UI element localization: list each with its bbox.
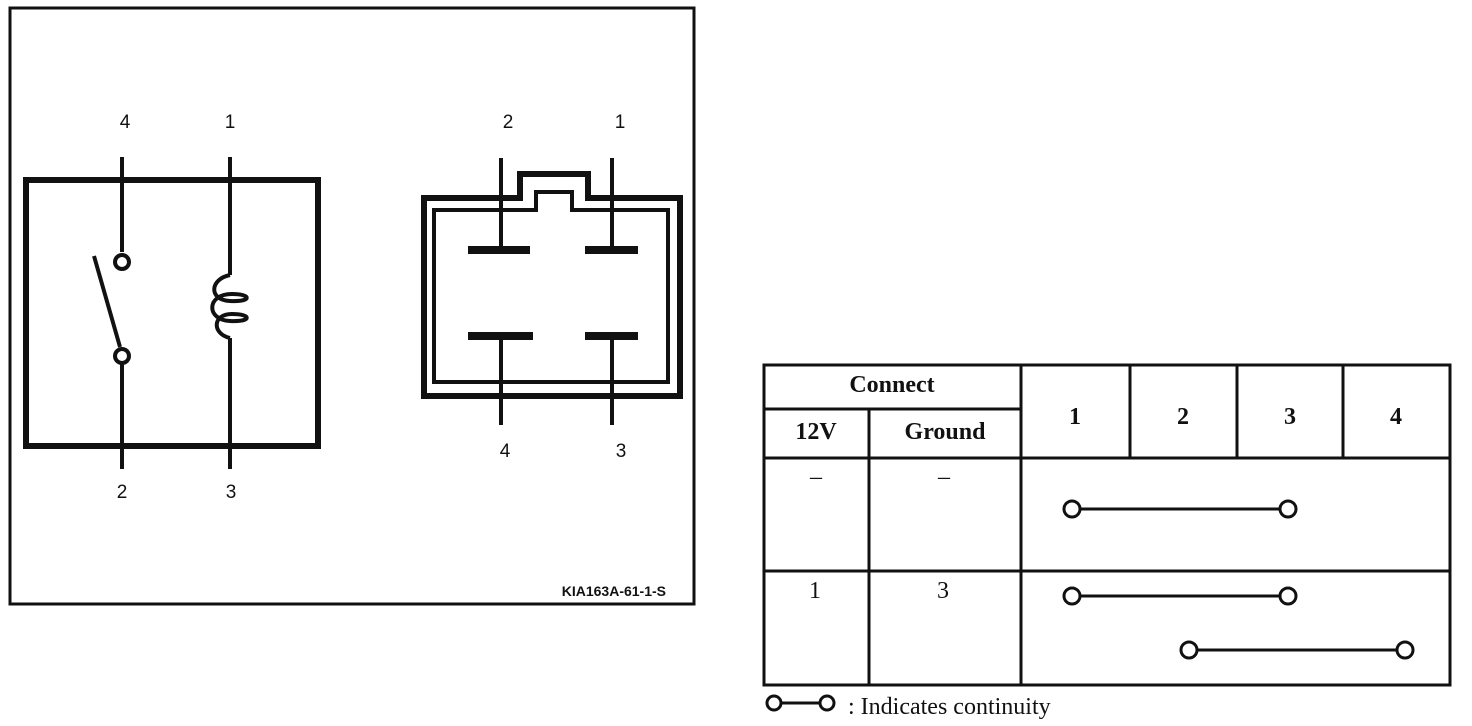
header-terminal-4: 4 (1390, 404, 1402, 430)
part-code: KIA163A-61-1-S (562, 583, 666, 599)
header-terminal-1: 1 (1069, 404, 1081, 430)
continuity-link-2-4 (1179, 640, 1415, 660)
header-ground: Ground (905, 419, 987, 445)
relay-body (23, 177, 321, 449)
connector-pin-4-label: 4 (500, 441, 511, 462)
continuity-terminal-2 (1179, 640, 1199, 660)
header-12v: 12V (795, 419, 837, 445)
relay-schematic (23, 157, 321, 469)
row1-12v: – (809, 464, 823, 490)
continuity-marks (1062, 499, 1415, 660)
relay-panel-frame (8, 6, 696, 606)
table-border (762, 363, 1452, 687)
continuity-legend-icon (765, 694, 836, 712)
switch-blade (92, 255, 122, 348)
header-terminal-2: 2 (1177, 404, 1189, 430)
row1-ground: – (937, 464, 951, 490)
row2-ground: 3 (937, 578, 949, 604)
continuity-link-1-3 (1062, 499, 1298, 519)
header-terminal-3: 3 (1284, 404, 1296, 430)
continuity-terminal-1 (1062, 499, 1082, 519)
connector-pin-2-label: 2 (503, 112, 514, 133)
coil-icon (210, 273, 249, 340)
switch-contact-top (113, 253, 131, 271)
connector-outer-housing (421, 171, 683, 399)
continuity-terminal-3 (1278, 586, 1298, 606)
legend-text: : Indicates continuity (848, 694, 1051, 720)
connector-pin-3-label: 3 (616, 441, 627, 462)
schematic-pin-1: 1 (225, 112, 236, 133)
connector-pin-1-label: 1 (615, 112, 626, 133)
relay-connector (421, 158, 683, 425)
header-connect: Connect (849, 372, 934, 398)
continuity-table (762, 363, 1452, 687)
switch-contact-bottom (113, 347, 131, 365)
schematic-pin-4: 4 (120, 112, 131, 133)
continuity-terminal-4 (1395, 640, 1415, 660)
continuity-terminal-3 (1278, 499, 1298, 519)
continuity-terminal-1 (1062, 586, 1082, 606)
connector-inner-housing (432, 190, 670, 384)
schematic-pin-3: 3 (226, 482, 237, 503)
continuity-link-1-3 (1062, 586, 1298, 606)
schematic-pin-2: 2 (117, 482, 128, 503)
row2-12v: 1 (809, 578, 821, 604)
